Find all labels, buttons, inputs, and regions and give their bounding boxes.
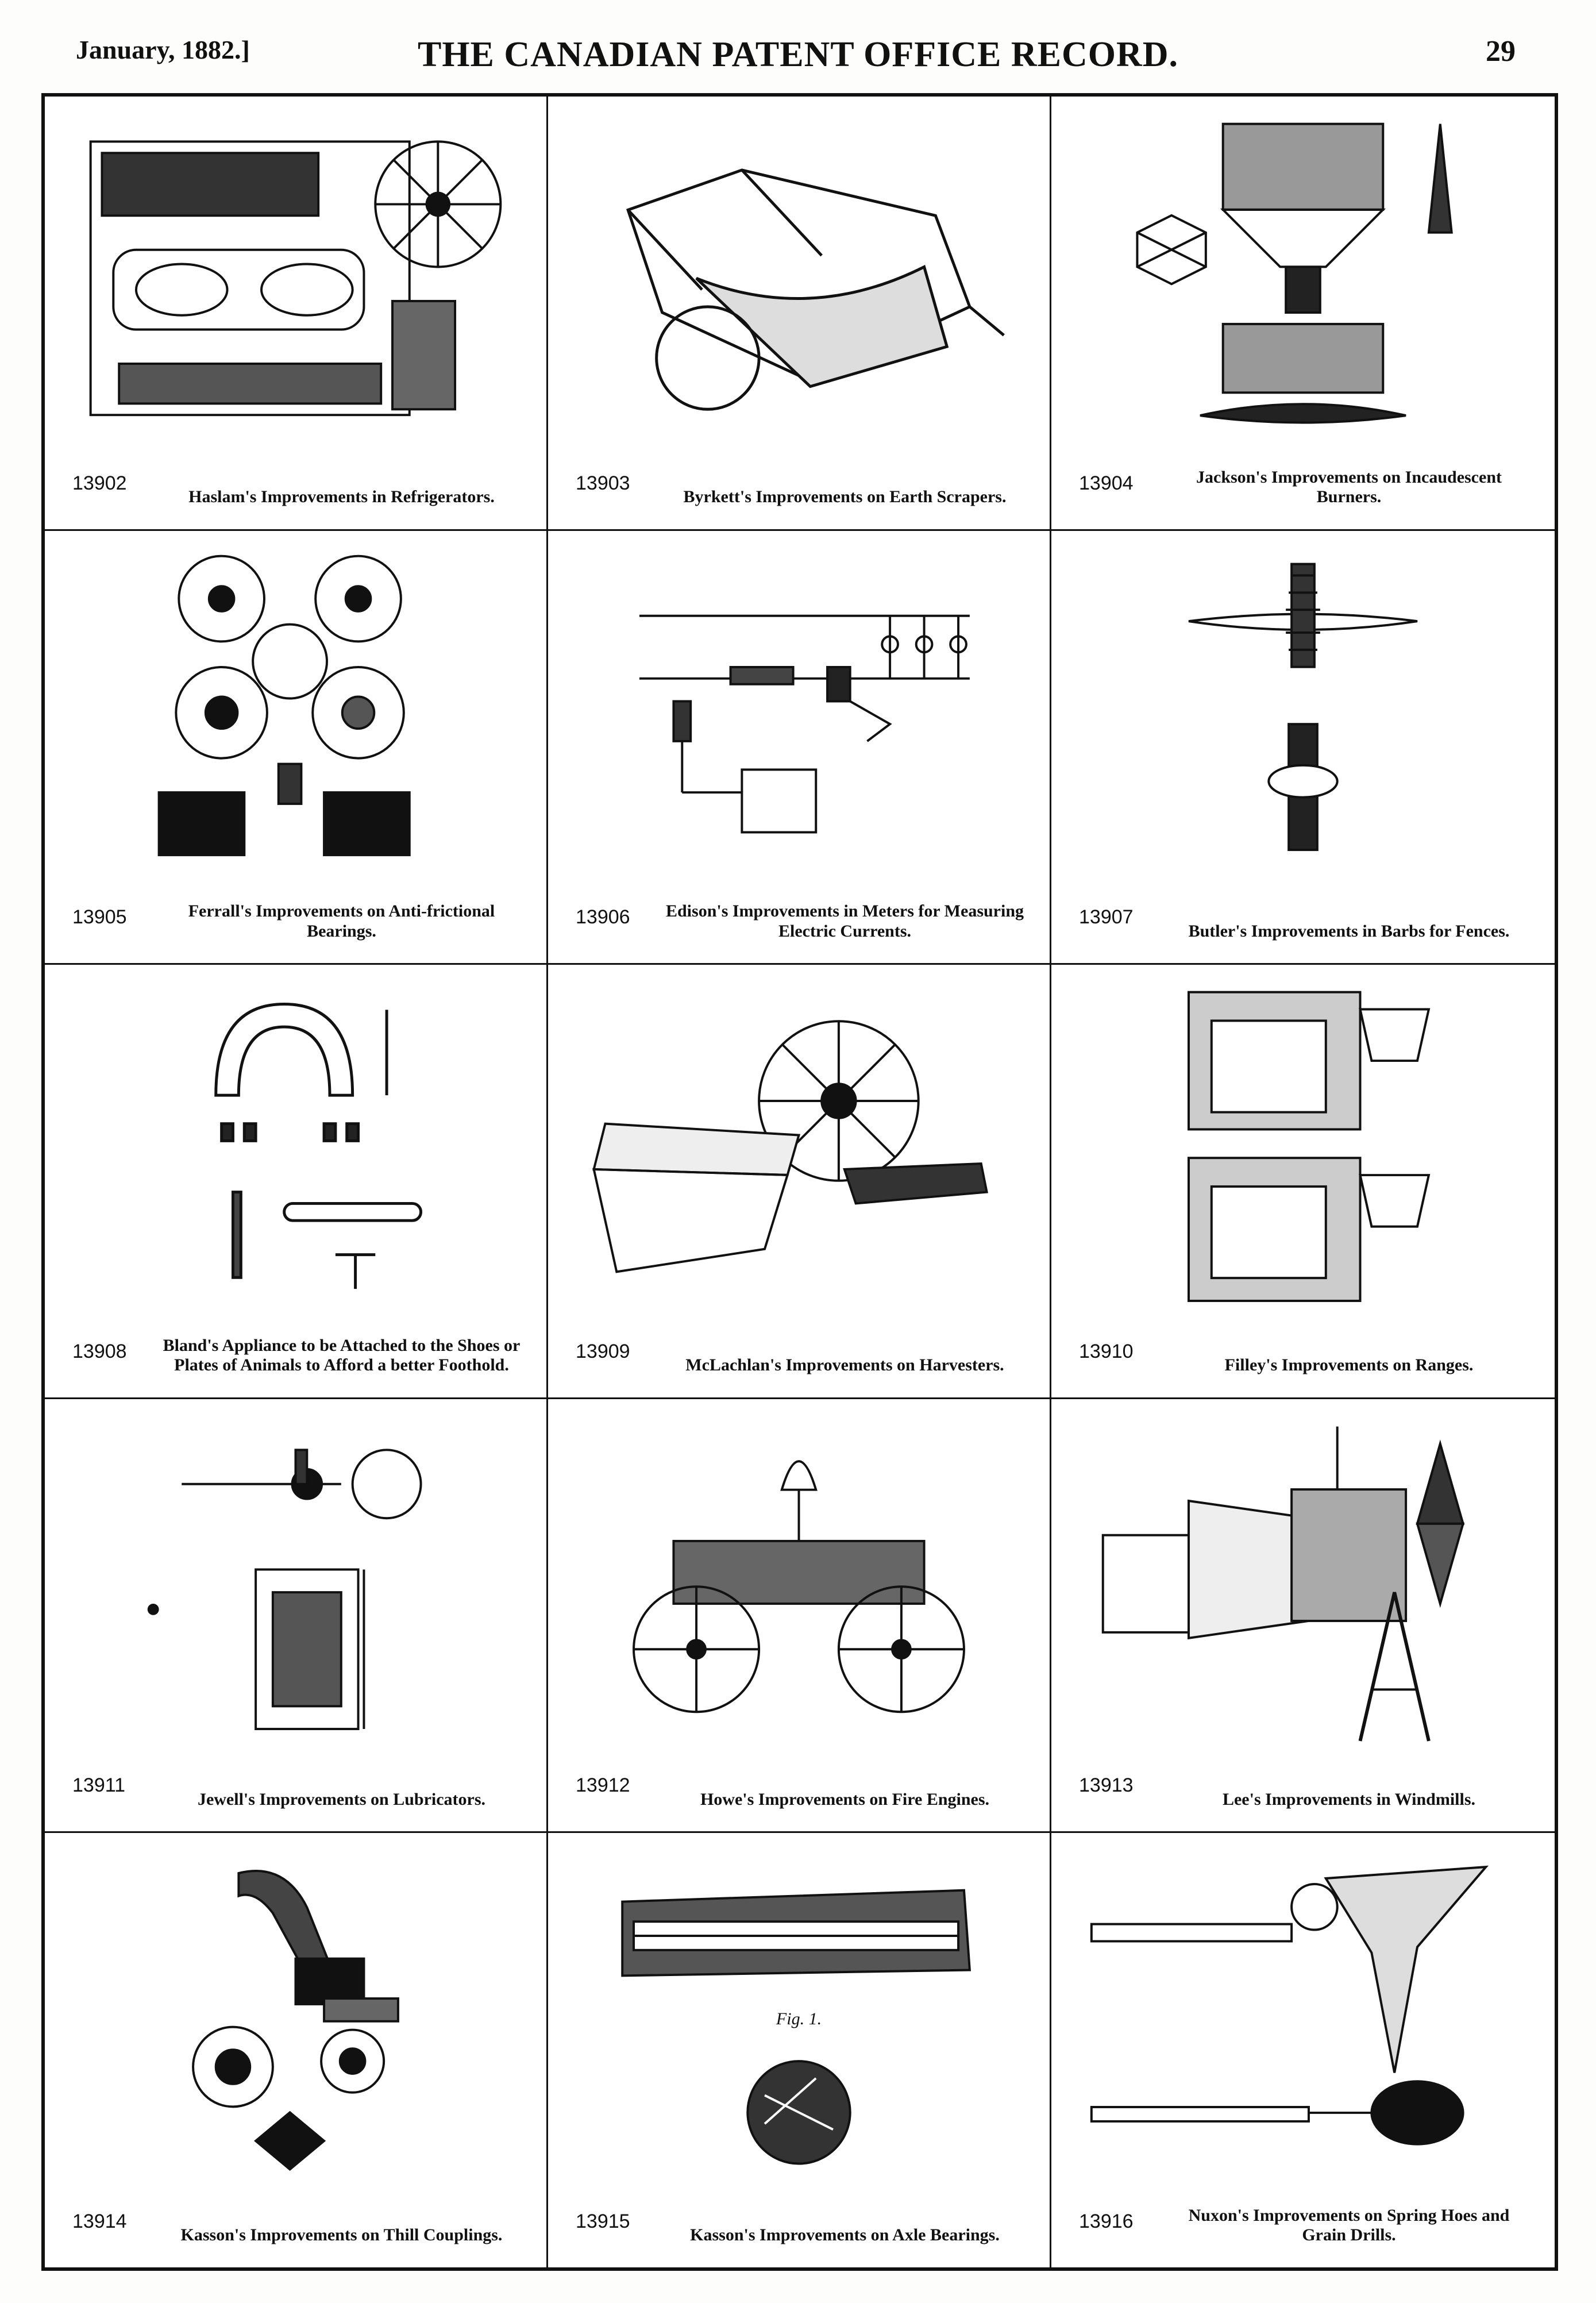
patent-number: 13908: [72, 1340, 127, 1362]
anti-friction-bearing-drawing: [68, 548, 523, 877]
patent-cell-13913: 13913 Lee's Improvements in Windmills.: [1051, 1399, 1555, 1834]
figure-label: Fig. 1.: [776, 2009, 822, 2028]
patent-cell-13902: 13902 Haslam's Improvements in Refrigera…: [45, 97, 548, 531]
patent-caption: Jewell's Improvements on Lubricators.: [197, 1789, 486, 1809]
patent-number: 13913: [1079, 1774, 1134, 1797]
patent-number: 13904: [1079, 472, 1134, 494]
patent-cell-13904: 13904 Jackson's Improvements on Incaudes…: [1051, 97, 1555, 531]
lubricator-drawing: [68, 1416, 523, 1746]
fire-engine-drawing: [571, 1416, 1027, 1746]
patent-caption: Nuxon's Improvements on Spring Hoes and …: [1188, 2205, 1510, 2245]
patent-cell-13903: 13903 Byrkett's Improvements on Earth Sc…: [548, 97, 1051, 531]
earth-scraper-drawing: [571, 114, 1027, 443]
thill-coupling-drawing: [68, 1850, 523, 2181]
patent-cell-13914: 13914 Kasson's Improvements on Thill Cou…: [45, 1833, 548, 2267]
patent-cell-13905: 13905 Ferrall's Improvements on Anti-fri…: [45, 530, 548, 965]
horseshoe-appliance-drawing: [68, 982, 523, 1311]
patent-caption: Byrkett's Improvements on Earth Scrapers…: [683, 487, 1007, 507]
electric-meter-diagram: [571, 548, 1027, 877]
patent-grid: 13902 Haslam's Improvements in Refrigera…: [45, 97, 1555, 2267]
fence-barb-drawing: [1074, 548, 1532, 877]
patent-cell-13907: 13907 Butler's Improvements in Barbs for…: [1051, 531, 1555, 965]
cooking-range-drawing: [1074, 982, 1532, 1311]
patent-cell-13912: 13912 Howe's Improvements on Fire Engine…: [548, 1399, 1051, 1834]
header-date: January, 1882.]: [76, 35, 250, 64]
harvester-drawing: [571, 982, 1027, 1311]
patent-caption: Butler's Improvements in Barbs for Fence…: [1188, 921, 1510, 941]
patent-number: 13916: [1079, 2210, 1134, 2232]
patent-cell-13908: 13908 Bland's Appliance to be Attached t…: [45, 965, 548, 1399]
axle-bearing-drawing: Fig. 1.: [571, 1850, 1027, 2181]
patent-caption: Edison's Improvements in Meters for Meas…: [665, 902, 1024, 941]
page-title: THE CANADIAN PATENT OFFICE RECORD.: [417, 35, 1179, 74]
patent-number: 13902: [72, 472, 127, 494]
patent-number: 13915: [576, 2210, 630, 2232]
patent-number: 13906: [576, 906, 630, 929]
patent-number: 13912: [576, 1774, 630, 1797]
windmill-drawing: [1074, 1416, 1532, 1746]
patent-number: 13910: [1079, 1340, 1134, 1362]
patent-cell-13906: 13906 Edison's Improvements in Meters fo…: [548, 530, 1051, 965]
patent-caption: Kasson's Improvements on Axle Bearings.: [690, 2225, 1000, 2245]
patent-caption: Filley's Improvements on Ranges.: [1224, 1355, 1474, 1375]
patent-number: 13903: [576, 472, 630, 494]
patent-caption: Haslam's Improvements in Refrigerators.: [188, 487, 495, 507]
incandescent-burner-drawing: [1074, 114, 1532, 443]
patent-number: 13911: [72, 1774, 126, 1797]
patent-cell-13909: 13909 McLachlan's Improvements on Harves…: [548, 965, 1051, 1399]
patent-caption: Jackson's Improvements on Incaudescent B…: [1196, 467, 1502, 507]
page-number: 29: [1486, 35, 1516, 68]
patent-caption: Howe's Improvements on Fire Engines.: [700, 1789, 990, 1809]
patent-cell-13916: 13916 Nuxon's Improvements on Spring Hoe…: [1051, 1833, 1555, 2267]
refrigerator-drawing: [68, 114, 523, 443]
patent-caption: Bland's Appliance to be Attached to the …: [163, 1335, 521, 1375]
patent-caption: Kasson's Improvements on Thill Couplings…: [180, 2225, 503, 2245]
patent-caption: Ferrall's Improvements on Anti-frictiona…: [188, 902, 495, 941]
patent-cell-13910: 13910 Filley's Improvements on Ranges.: [1051, 965, 1555, 1399]
patent-cell-13915: Fig. 1. 13915 Kasson's Improvements on A…: [548, 1833, 1051, 2267]
patent-caption: McLachlan's Improvements on Harvesters.: [685, 1355, 1004, 1375]
patent-number: 13907: [1079, 906, 1134, 929]
patent-caption: Lee's Improvements in Windmills.: [1222, 1789, 1476, 1809]
patent-number: 13909: [576, 1340, 630, 1362]
patent-plate-frame: 13902 Haslam's Improvements in Refrigera…: [41, 93, 1558, 2271]
patent-number: 13914: [72, 2210, 127, 2232]
patent-cell-13911: 13911 Jewell's Improvements on Lubricato…: [45, 1399, 548, 1834]
patent-number: 13905: [72, 906, 127, 929]
spring-hoe-drawing: [1074, 1850, 1532, 2181]
